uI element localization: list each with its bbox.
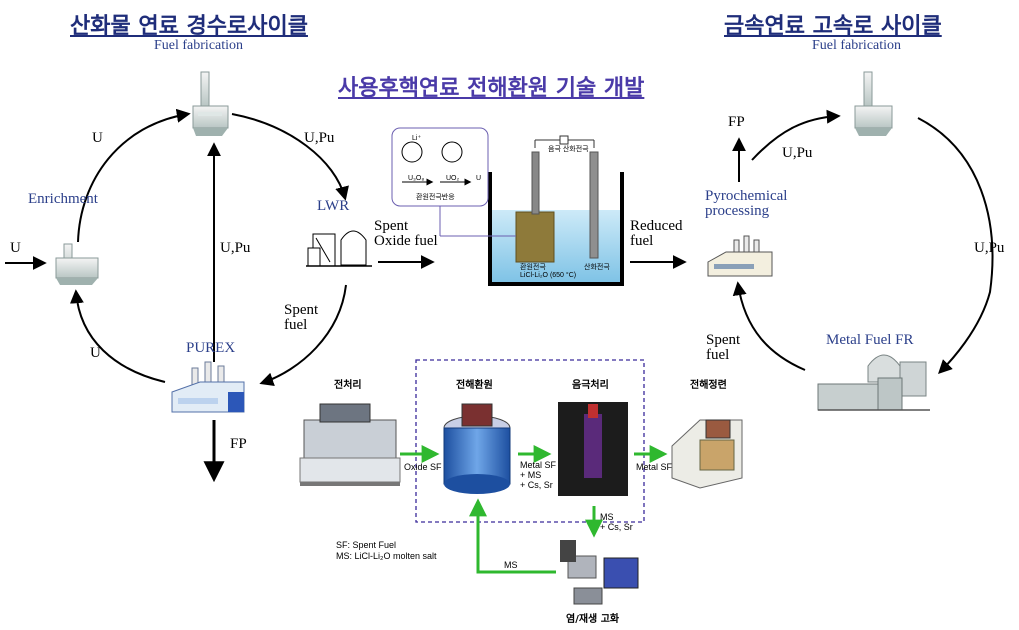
step1-label: 전처리 bbox=[334, 380, 362, 391]
pyro-to-fab-arrow bbox=[751, 109, 841, 161]
pyro-label-1: Pyrochemical bbox=[705, 188, 788, 204]
lwr-label: LWR bbox=[317, 198, 350, 214]
electroreducer-icon bbox=[443, 403, 511, 494]
salt-regeneration-equipment-icon bbox=[560, 540, 639, 605]
right-upu-top: U,Pu bbox=[782, 145, 813, 161]
cell-left-label: 환원전극 bbox=[520, 264, 546, 271]
inset-cycle-left-icon bbox=[401, 141, 423, 163]
enrichment-to-fab-arrow bbox=[77, 108, 191, 243]
left-fuel-fab-label: Fuel fabrication bbox=[154, 38, 244, 53]
right-upu-right: U,Pu bbox=[974, 240, 1005, 256]
fuel-fabrication-plant-icon bbox=[192, 71, 229, 136]
inset-cycle-right-icon bbox=[441, 141, 463, 163]
step4-label: 전해정련 bbox=[690, 380, 727, 391]
right-spent-2: fuel bbox=[706, 347, 730, 363]
step3-label: 음극처리 bbox=[572, 380, 609, 391]
purex-fp-label: FP bbox=[230, 436, 247, 452]
spent-fuel-left-1: Spent bbox=[284, 302, 319, 318]
pyro-label-2: processing bbox=[705, 203, 770, 219]
anode-electrode bbox=[589, 151, 599, 259]
arrow1-label: Oxide SF bbox=[404, 462, 442, 472]
electrorefiner-icon bbox=[671, 419, 743, 489]
pretreatment-equipment-icon bbox=[299, 403, 401, 486]
down-label-2: + Cs, Sr bbox=[600, 522, 633, 532]
upu-label-top: U,Pu bbox=[304, 130, 335, 146]
inset-u: U bbox=[476, 175, 482, 182]
fuel-fabrication-plant-right-icon bbox=[854, 71, 893, 136]
legend-line-2: MS: LiCl-Li₂O molten salt bbox=[336, 551, 437, 561]
pyro-plant-icon bbox=[707, 235, 773, 277]
lwr-to-purex-arrow bbox=[259, 284, 347, 386]
cathode-processor-icon bbox=[558, 402, 628, 496]
cathode-basket bbox=[515, 211, 555, 263]
upu-label-mid: U,Pu bbox=[220, 240, 251, 256]
purex-label: PUREX bbox=[186, 340, 236, 356]
u-label-bottom: U bbox=[90, 345, 101, 361]
reduced-fuel-2: fuel bbox=[630, 233, 654, 249]
enrichment-plant-icon bbox=[55, 243, 99, 285]
process-dashed-box bbox=[415, 359, 645, 523]
arrow2-label-2: + MS bbox=[520, 470, 542, 480]
enrichment-label: Enrichment bbox=[28, 191, 98, 207]
fab-to-lwr-arrow bbox=[231, 113, 349, 201]
metal-fr-label: Metal Fuel FR bbox=[826, 332, 914, 348]
spent-fuel-left-2: fuel bbox=[284, 317, 308, 333]
ms-return-label: MS bbox=[504, 560, 518, 570]
right-cycle-title: 금속연료 고속로 사이클 bbox=[724, 14, 942, 39]
cell-right-label: 산화전극 bbox=[584, 264, 610, 271]
right-fp-label: FP bbox=[728, 114, 745, 130]
salt-step-label: 염/재생 고화 bbox=[566, 614, 620, 625]
inset-left-formula: U₃O₈ bbox=[408, 175, 425, 182]
electrochemical-cell bbox=[488, 135, 624, 286]
down-label-1: MS bbox=[600, 512, 614, 522]
arrow2-label-3: + Cs, Sr bbox=[520, 480, 553, 490]
metal-fuel-fr-plant-icon bbox=[817, 354, 930, 411]
center-title: 사용후핵연료 전해환원 기술 개발 bbox=[338, 76, 645, 101]
inset-li: Li⁺ bbox=[412, 135, 422, 142]
spent-oxide-1: Spent bbox=[374, 218, 409, 234]
purex-plant-icon bbox=[171, 361, 245, 413]
reduced-fuel-1: Reduced bbox=[630, 218, 683, 234]
step2-label: 전해환원 bbox=[456, 380, 493, 391]
arrow2-label-1: Metal SF bbox=[520, 460, 557, 470]
spent-oxide-2: Oxide fuel bbox=[374, 233, 438, 249]
u-input-label: U bbox=[10, 240, 21, 256]
fab-to-fr-arrow bbox=[917, 117, 994, 374]
salt-label: LiCl-Li₂O (650 °C) bbox=[520, 272, 577, 279]
right-spent-1: Spent bbox=[706, 332, 741, 348]
green-arrow-ms-return bbox=[469, 498, 556, 574]
cell-top-label: 음극 산화전극 bbox=[548, 146, 589, 153]
fr-to-pyro-arrow bbox=[732, 281, 806, 371]
arrow3-label: Metal SF bbox=[636, 462, 673, 472]
inset-right-formula: UO₂ bbox=[446, 175, 460, 182]
lwr-plant-icon bbox=[306, 230, 372, 267]
purex-to-enrichment-arrow bbox=[69, 289, 166, 383]
right-fuel-fab-label: Fuel fabrication bbox=[812, 38, 902, 53]
u-label-top: U bbox=[92, 130, 103, 146]
legend-line-1: SF: Spent Fuel bbox=[336, 540, 397, 550]
inset-caption: 환원전극반응 bbox=[416, 194, 455, 201]
left-cycle-title: 산화물 연료 경수로사이클 bbox=[70, 14, 308, 39]
